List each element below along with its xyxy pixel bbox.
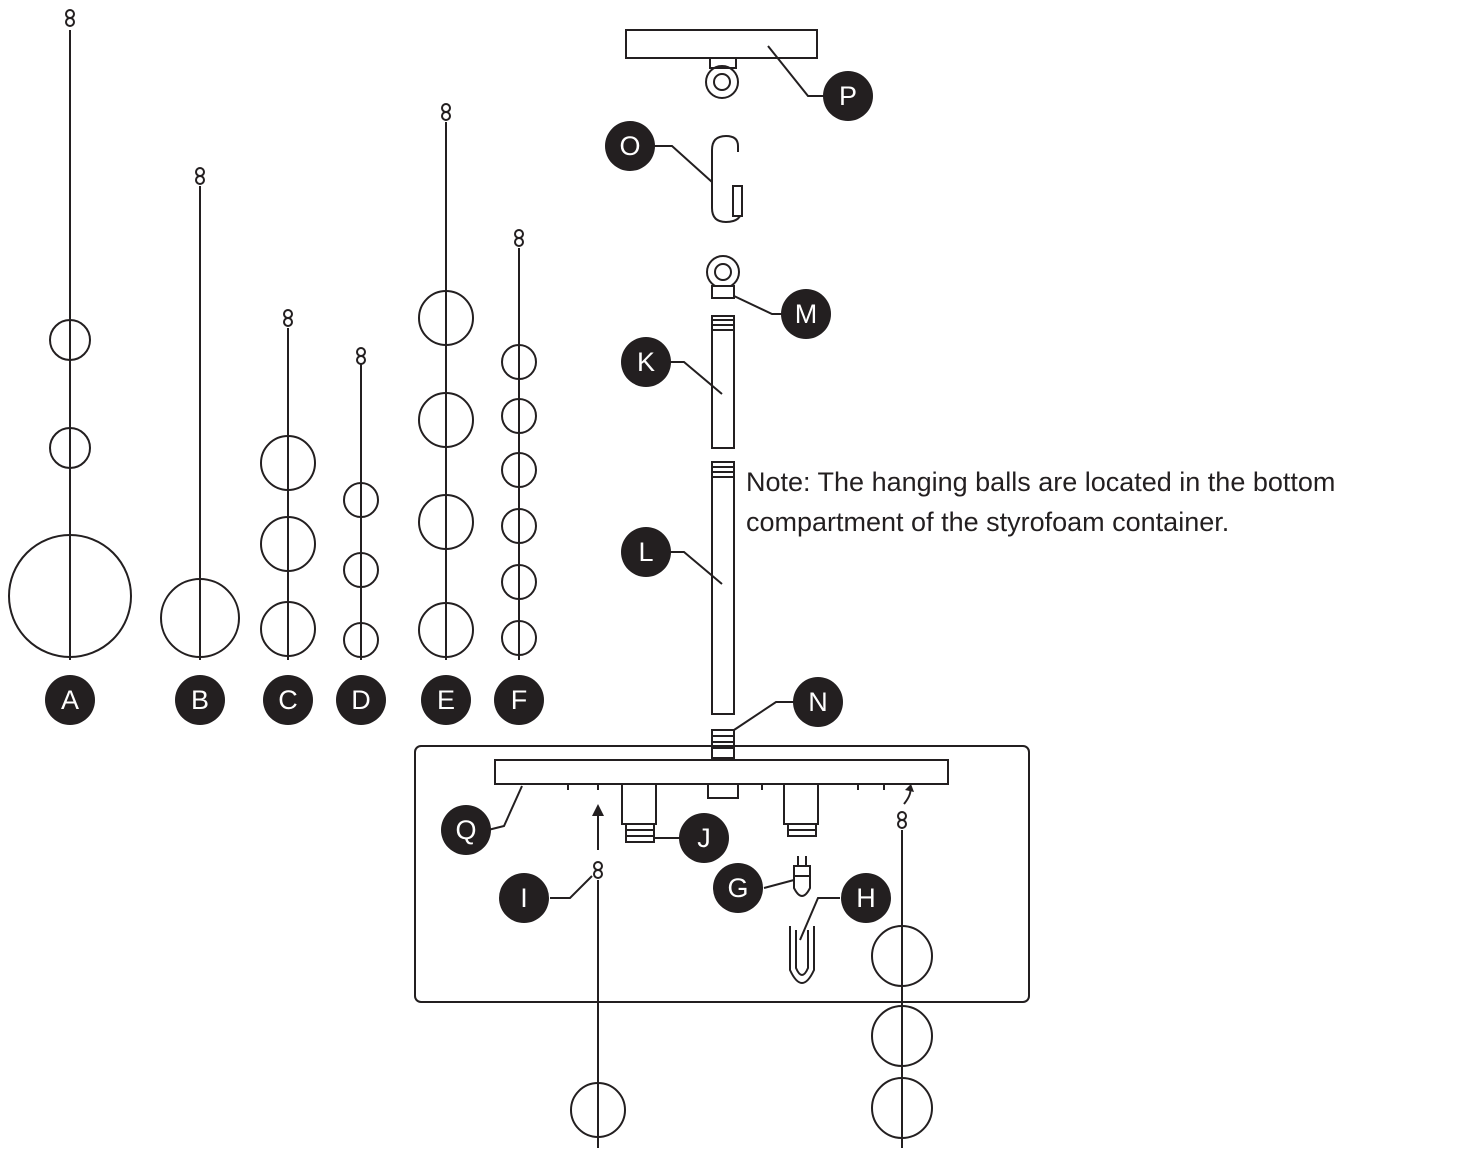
svg-text:L: L — [638, 537, 653, 567]
fixture-detail-frame — [414, 745, 1030, 1003]
glass-shade-h — [789, 897, 840, 984]
label-d: D — [336, 675, 386, 725]
label-p: P — [823, 71, 873, 121]
label-c: C — [263, 675, 313, 725]
svg-text:H: H — [856, 883, 876, 913]
label-k: K — [621, 337, 671, 387]
strand-hanging-right — [871, 784, 933, 1148]
loop-m — [706, 255, 790, 315]
label-n: N — [793, 677, 843, 727]
svg-text:M: M — [795, 299, 818, 329]
svg-text:J: J — [697, 823, 711, 853]
label-o: O — [605, 121, 655, 171]
label-i: I — [499, 873, 549, 923]
socket-j — [621, 783, 819, 843]
strand-e — [418, 103, 474, 660]
strand-f — [501, 229, 537, 660]
svg-text:G: G — [727, 873, 748, 903]
label-j: J — [679, 813, 729, 863]
long-rod-l — [662, 461, 735, 715]
svg-text:K: K — [637, 347, 655, 377]
note-line-2: compartment of the styrofoam container. — [746, 507, 1230, 537]
nipple-n — [711, 701, 800, 759]
fixture-body-q — [487, 759, 949, 831]
label-e: E — [421, 675, 471, 725]
bulb-g — [763, 856, 811, 897]
svg-text:E: E — [437, 685, 455, 715]
label-m: M — [781, 289, 831, 339]
strand-b — [160, 167, 240, 660]
label-b: B — [175, 675, 225, 725]
storage-note: Note: The hanging balls are located in t… — [746, 462, 1466, 542]
svg-text:A: A — [61, 685, 79, 715]
note-line-1: Note: The hanging balls are located in t… — [746, 467, 1336, 497]
svg-text:Q: Q — [455, 815, 476, 845]
strand-i-installed — [550, 804, 626, 1148]
svg-text:N: N — [808, 687, 828, 717]
svg-text:D: D — [351, 685, 371, 715]
s-hook-o — [650, 134, 743, 224]
label-l: L — [621, 527, 671, 577]
svg-text:C: C — [278, 685, 298, 715]
strand-a — [8, 9, 132, 660]
canopy-p — [625, 29, 828, 99]
label-a: A — [45, 675, 95, 725]
short-rod-k — [662, 315, 735, 449]
svg-text:B: B — [191, 685, 209, 715]
svg-text:O: O — [619, 131, 640, 161]
label-g: G — [713, 863, 763, 913]
strand-d — [343, 347, 379, 660]
svg-text:P: P — [839, 81, 857, 111]
label-h: H — [841, 873, 891, 923]
svg-text:F: F — [511, 685, 528, 715]
svg-text:I: I — [520, 883, 528, 913]
strand-c — [260, 309, 316, 660]
label-q: Q — [441, 805, 491, 855]
label-f: F — [494, 675, 544, 725]
